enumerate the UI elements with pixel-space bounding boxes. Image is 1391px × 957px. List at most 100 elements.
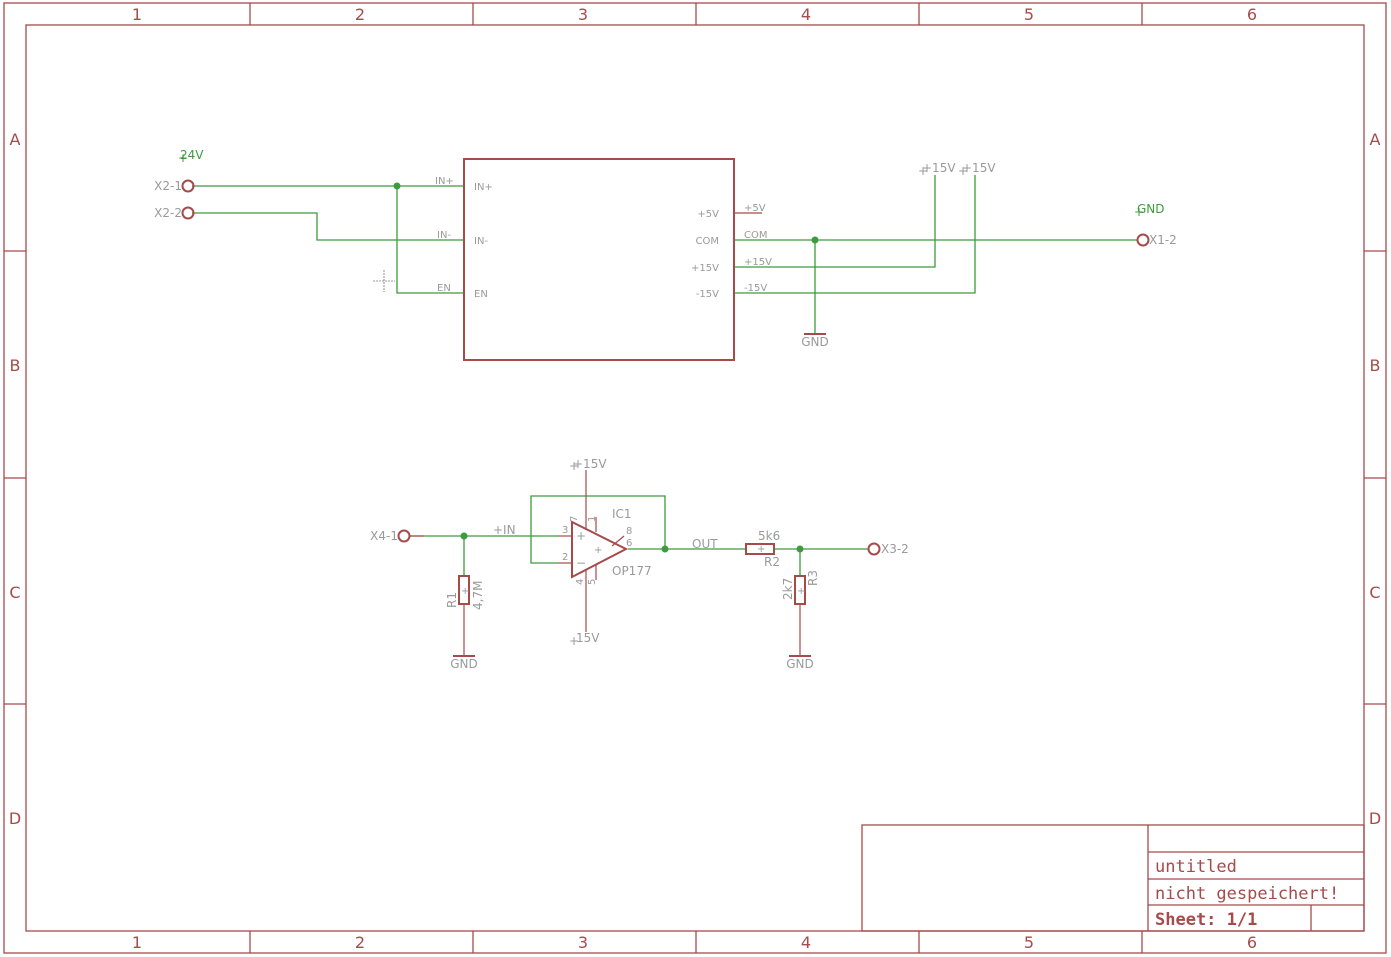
pin-name-p15: +15V (691, 263, 719, 274)
pin-name-com: COM (696, 236, 719, 247)
column-label-bottom-1: 1 (132, 933, 142, 952)
gnd-flag-label: GND (1137, 202, 1165, 216)
cursor-crosshair-icon (373, 270, 395, 292)
junction-com (811, 236, 819, 244)
junction-output (661, 545, 669, 553)
opamp-ic1[interactable] (571, 520, 629, 579)
rail-p15-b-plus-glyph: + (958, 164, 968, 178)
opamp-pin-number-6: 6 (626, 538, 632, 549)
connector-x2-2-label: X2-2 (154, 206, 182, 220)
opamp-pin-number-7: 7 (569, 516, 580, 522)
connector-x1-2-label: X1-2 (1149, 233, 1177, 247)
opamp-pin-number-5: 5 (587, 579, 598, 585)
opamp-inv-symbol: − (576, 556, 586, 570)
opamp-plus-glyph: + (594, 545, 602, 556)
resistor-r3-plus-glyph: + (797, 586, 805, 597)
opamp-pin-number-8: 8 (626, 526, 632, 537)
pin-name-in-neg: IN- (474, 236, 488, 247)
row-label-right-d: D (1369, 809, 1381, 828)
title-block-sheet: Sheet: 1/1 (1155, 910, 1257, 930)
pin-pad-com: COM (744, 230, 767, 241)
rail-p15-b-label: +15V (962, 161, 996, 175)
wire-p15[interactable] (734, 175, 936, 268)
opamp-noninv-symbol: + (576, 529, 586, 543)
column-label-top-3: 3 (578, 5, 588, 24)
supply-24v-label: 24V (180, 148, 204, 162)
rail-bottom-plus-glyph: + (569, 634, 579, 648)
connector-x3-2-label: X3-2 (881, 542, 909, 556)
row-label-left-a: A (10, 130, 21, 149)
connector-x4-1-label: X4-1 (370, 529, 398, 543)
resistor-r2-value: 5k6 (758, 529, 780, 543)
title-block-status: nicht gespeichert! (1155, 884, 1339, 904)
resistor-r3-value: 2k7 (781, 578, 795, 600)
wire-in-neg[interactable] (192, 212, 464, 241)
rail-top-label: +15V (573, 457, 607, 471)
row-label-left-c: C (9, 583, 20, 602)
opamp-name-label: IC1 (612, 507, 632, 521)
rail-bottom-label: 15V (576, 631, 600, 645)
frame-outer-border (3, 2, 1387, 954)
junction-in-pos (393, 182, 401, 190)
pin-pad-p5: +5V (744, 203, 766, 214)
ground-symbol-right-label: GND (786, 657, 814, 671)
pin-name-in-pos: IN+ (474, 182, 493, 193)
opamp-pin-number-4: 4 (575, 579, 586, 585)
wire-enable[interactable] (396, 186, 464, 294)
row-label-right-c: C (1369, 583, 1380, 602)
opamp-pin-number-3: 3 (562, 525, 568, 536)
column-label-top-5: 5 (1024, 5, 1034, 24)
pin-pad-p15: +15V (744, 257, 772, 268)
connector-x2-1-label: X2-1 (154, 179, 182, 193)
connector-x1-2-pad[interactable] (1136, 233, 1150, 247)
net-label-in: +IN (493, 523, 516, 537)
net-label-out: OUT (692, 537, 718, 551)
wire-n15[interactable] (734, 175, 976, 294)
junction-divider (796, 545, 804, 553)
pin-pad-in-pos: IN+ (435, 176, 454, 187)
title-block: untitled nicht gespeichert! Sheet: 1/1 (861, 824, 1365, 932)
column-label-top-6: 6 (1247, 5, 1257, 24)
column-label-top-4: 4 (801, 5, 811, 24)
resistor-r2-name: R2 (764, 555, 780, 569)
connector-x2-1-pad[interactable] (181, 179, 195, 193)
drawing-frame: 1 2 3 4 5 6 1 2 3 4 5 6 A B C D A B C D (3, 2, 1387, 954)
ground-symbol-left-label: GND (450, 657, 478, 671)
opamp-value-label: OP177 (612, 564, 652, 578)
column-label-bottom-2: 2 (355, 933, 365, 952)
rail-p15-a-label: +15V (922, 161, 956, 175)
supply-24v-plus-glyph: + (178, 151, 188, 165)
rail-p15-a-plus-glyph: + (918, 164, 928, 178)
power-module-circuit: X2-1 X2-2 X1-2 24V + GND + +15V + +15V +… (154, 148, 1177, 361)
pin-pad-in-neg: IN- (437, 230, 451, 241)
resistor-r1-plus-glyph: + (461, 586, 469, 597)
column-label-bottom-6: 6 (1247, 933, 1257, 952)
title-block-name: untitled (1155, 857, 1237, 877)
column-label-top-1: 1 (132, 5, 142, 24)
gnd-flag-plus-glyph: + (1134, 205, 1144, 219)
resistor-r1-value: 4,7M (471, 581, 485, 610)
dcdc-converter-module[interactable] (463, 158, 735, 361)
frame-inner-border (25, 24, 1365, 932)
row-label-right-a: A (1370, 130, 1381, 149)
connector-x2-2-pad[interactable] (181, 206, 195, 220)
wire-feedback[interactable] (530, 495, 666, 564)
junction-input (460, 532, 468, 540)
opamp-pin-number-1: 1 (587, 516, 598, 522)
amplifier-circuit: + − + 7 1 8 3 2 6 4 5 IC1 OP177 +15V + 1… (370, 457, 909, 671)
resistor-r2-plus-glyph: + (757, 544, 765, 555)
pin-pad-n15: -15V (744, 283, 767, 294)
resistor-r1-name: R1 (445, 592, 459, 608)
resistor-r3-name: R3 (806, 570, 820, 586)
column-label-top-2: 2 (355, 5, 365, 24)
row-label-left-b: B (10, 356, 21, 375)
pin-name-n15: -15V (696, 289, 719, 300)
connector-x4-1-pad[interactable] (397, 529, 411, 543)
resistor-r2[interactable] (745, 543, 775, 555)
opamp-pin-number-2: 2 (562, 552, 568, 563)
column-label-bottom-4: 4 (801, 933, 811, 952)
connector-x3-2-pad[interactable] (867, 542, 881, 556)
pin-name-en: EN (474, 289, 488, 300)
row-label-right-b: B (1370, 356, 1381, 375)
